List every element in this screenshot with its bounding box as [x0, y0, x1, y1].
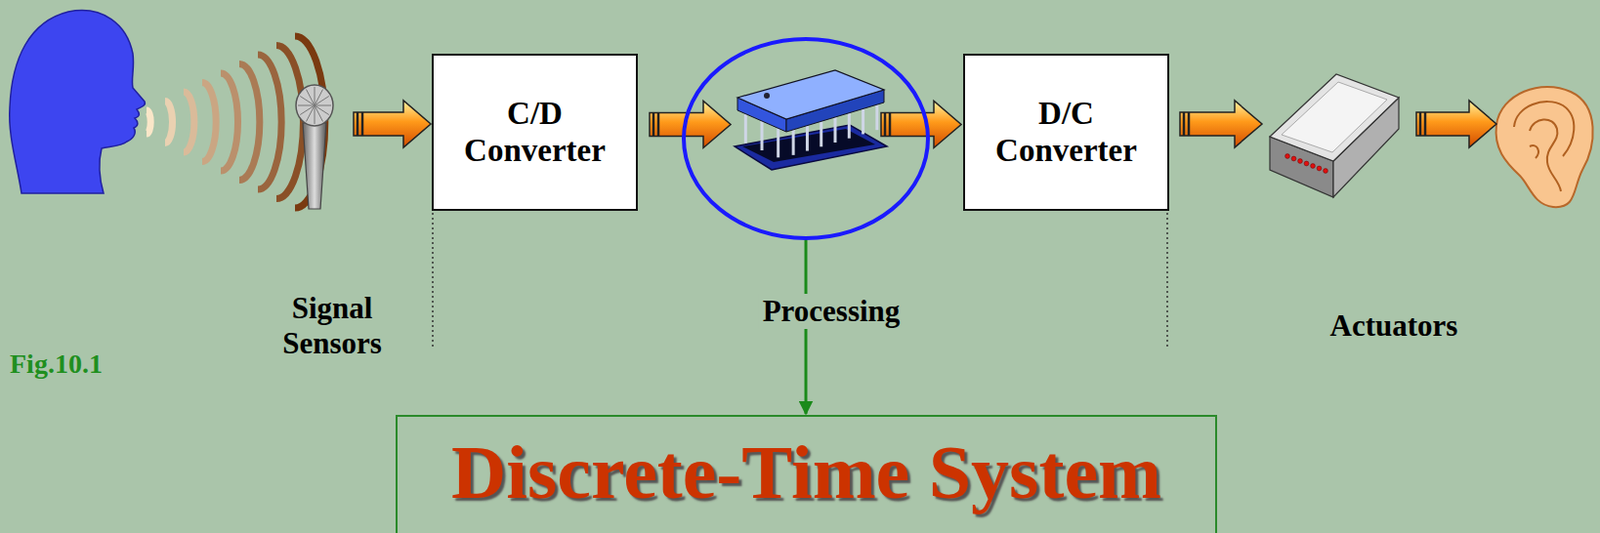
sound-waves — [146, 36, 326, 209]
arrow-tail — [361, 112, 365, 136]
chip-pin — [861, 108, 865, 134]
listener-ear — [1496, 86, 1594, 208]
mic-grille — [314, 105, 316, 125]
figure-number: Fig.10.1 — [9, 348, 103, 380]
mic-grille — [299, 105, 315, 116]
mic-grille — [314, 105, 324, 122]
indicator-light — [1316, 166, 1322, 171]
indicator-light — [1304, 161, 1309, 167]
ellipse-outline — [681, 37, 930, 241]
mic-grille — [306, 89, 316, 106]
stage-label: Actuators — [1296, 308, 1492, 344]
processing-ellipse: Processing — [681, 37, 930, 241]
box-label: C/D Converter — [443, 95, 627, 170]
arrow-tail — [1419, 112, 1423, 136]
indicator-light — [1291, 156, 1297, 162]
arrow-tail — [884, 112, 887, 136]
signal-arrow — [1416, 100, 1497, 148]
chip-pin — [875, 104, 879, 130]
arrow-tail — [356, 112, 360, 136]
chip-pin — [819, 121, 823, 147]
box-label: D/C Converter — [974, 95, 1158, 170]
chip-pin — [847, 113, 851, 139]
indicator-light — [1285, 154, 1291, 160]
speaker-head — [9, 10, 146, 194]
sound-wave — [220, 73, 239, 171]
dsp-chip — [734, 70, 887, 170]
system-box: Discrete-Time System — [395, 415, 1218, 533]
chip-pin — [805, 126, 809, 152]
stage-divider — [431, 212, 434, 349]
chip-pin — [744, 114, 748, 144]
arrow-tail — [1424, 112, 1428, 136]
signal-arrow — [1179, 100, 1263, 148]
sound-wave — [165, 101, 173, 144]
sound-wave — [257, 54, 282, 190]
sound-wave — [202, 83, 216, 163]
ellipse-outline — [683, 39, 928, 239]
arrow-tail — [1182, 112, 1186, 136]
sound-wave — [276, 45, 303, 200]
chip-pin — [760, 121, 764, 151]
signal-arrow — [353, 100, 431, 148]
mic-grille — [314, 86, 316, 106]
arrow-tail — [652, 112, 656, 136]
indicator-light — [1310, 164, 1316, 169]
converter-box: D/C Converter — [963, 53, 1170, 211]
sound-wave — [146, 110, 151, 134]
indicator-light — [1323, 168, 1329, 174]
chip-pin — [834, 117, 838, 143]
actuator-device — [1269, 74, 1399, 198]
chip-pin — [792, 129, 796, 156]
microphone — [295, 84, 334, 210]
mic-grille — [297, 105, 315, 107]
sound-wave — [239, 64, 260, 181]
arrow-tail — [1187, 112, 1191, 136]
arrow-tail — [657, 112, 661, 136]
arrow-tail — [888, 112, 892, 136]
mic-grille — [314, 96, 330, 107]
stage-divider — [1166, 212, 1169, 349]
chip-pin — [776, 127, 780, 158]
stage-label: Signal Sensors — [258, 291, 406, 361]
box-label: Discrete-Time System — [451, 428, 1162, 517]
stage-label: Processing — [758, 294, 905, 330]
sound-wave — [183, 91, 195, 153]
indicator-light — [1298, 159, 1304, 165]
converter-box: C/D Converter — [431, 53, 638, 211]
mic-grille — [314, 105, 332, 107]
